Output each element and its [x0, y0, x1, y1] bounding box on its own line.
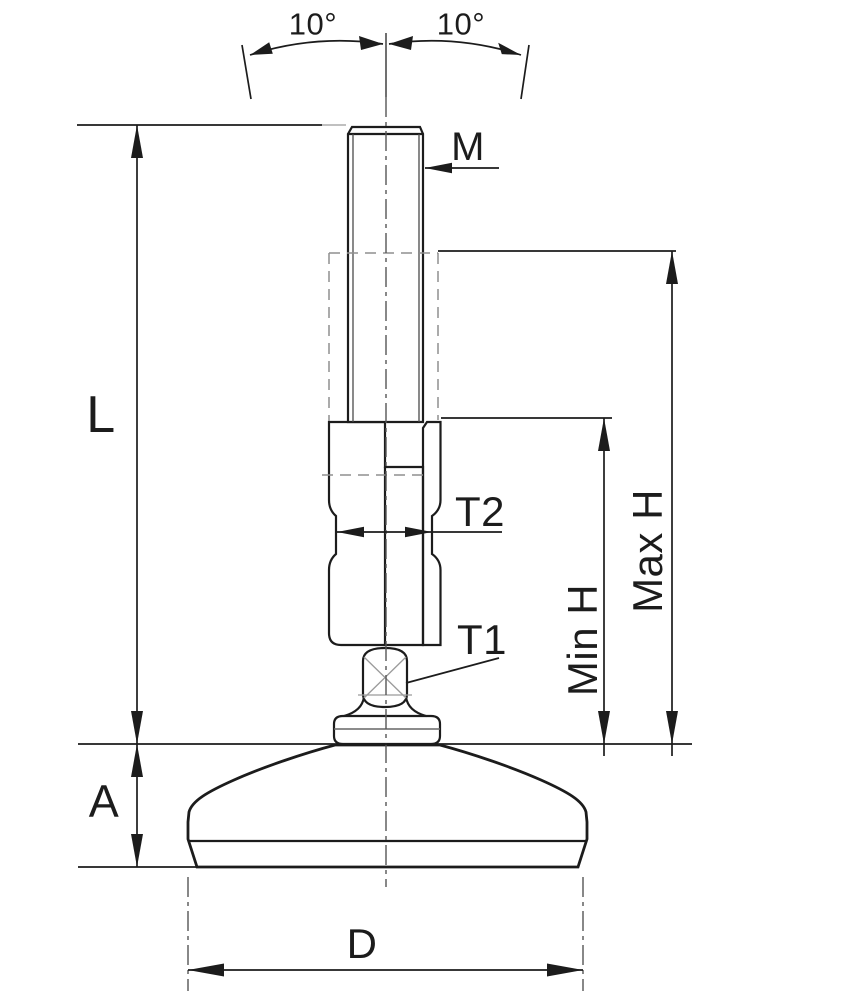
dimension-L-A	[131, 125, 143, 867]
label-max-height: Max H	[624, 489, 671, 613]
label-thread-size: M	[451, 125, 485, 169]
label-base-diameter-d: D	[346, 920, 378, 967]
label-wrench-flats-t2: T2	[454, 488, 506, 535]
arrowhead	[359, 36, 383, 50]
sleeve-body	[327, 420, 425, 647]
cap-outline	[332, 714, 442, 746]
base-outline	[186, 743, 589, 869]
neck-left	[342, 695, 366, 718]
hatched-wall	[421, 420, 442, 647]
arrowhead	[337, 526, 364, 538]
t1-leader-line	[405, 657, 500, 684]
arrowhead	[498, 42, 521, 55]
sleeve-outline	[327, 420, 425, 647]
tilt-tick-left	[241, 44, 252, 100]
arrowhead	[250, 42, 273, 55]
arrowhead	[598, 418, 610, 451]
leader-m	[425, 162, 499, 174]
label-min-height: Min H	[559, 583, 606, 697]
tilt-tick-right	[520, 44, 530, 100]
dimension-max-h	[438, 250, 678, 756]
dimension-d	[187, 877, 584, 991]
arrowhead	[425, 162, 452, 174]
neck-right	[404, 695, 428, 718]
label-tilt-angle-right: 10°	[436, 6, 486, 42]
label-stud-length: L	[86, 386, 116, 444]
arrowhead	[405, 526, 432, 538]
leader-t1	[405, 657, 500, 684]
arrowhead	[598, 711, 610, 744]
arrowhead	[666, 251, 678, 284]
ball-joint	[358, 646, 412, 709]
label-base-height-a: A	[88, 775, 120, 827]
section-hatch-wall	[421, 420, 442, 647]
ball-cross-line	[363, 656, 407, 699]
arrowhead	[131, 834, 143, 867]
dimension-min-h	[441, 417, 612, 756]
dimension-t2	[337, 526, 502, 538]
arrowhead	[131, 125, 143, 158]
angle-indicator	[241, 36, 530, 100]
reference-lines	[77, 124, 692, 868]
arrowhead	[131, 711, 143, 744]
arrowhead	[131, 744, 143, 777]
arrowhead	[188, 963, 224, 977]
phantom-raised-position	[322, 252, 439, 476]
arrowhead	[389, 36, 413, 50]
label-tilt-angle-left: 10°	[288, 6, 338, 42]
arrowhead	[547, 963, 583, 977]
base-plate	[186, 743, 589, 869]
arrowhead	[666, 711, 678, 744]
label-ball-t1: T1	[456, 616, 508, 663]
